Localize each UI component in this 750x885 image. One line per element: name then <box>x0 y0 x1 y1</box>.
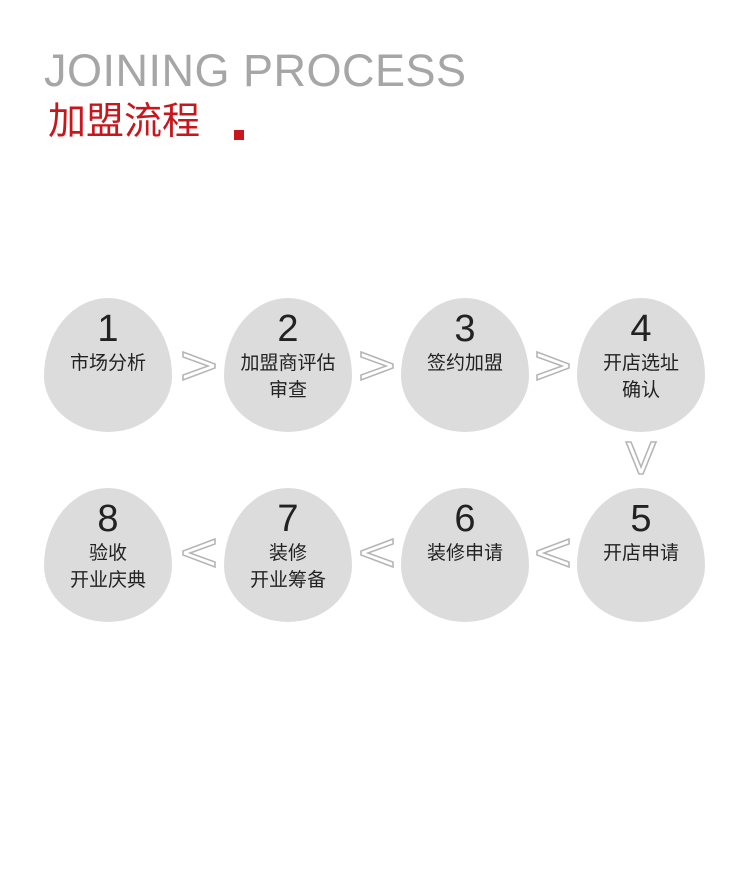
step-number: 3 <box>454 308 476 350</box>
chevron-left-icon <box>360 537 394 569</box>
step-label: 开店申请 <box>602 542 679 564</box>
step-label: 加盟商评估审查 <box>240 352 336 401</box>
step-label: 开店选址确认 <box>602 352 679 401</box>
chevron-left-icon <box>536 537 570 569</box>
step-number: 6 <box>454 498 476 540</box>
step-label: 装修申请 <box>426 542 503 564</box>
title-accent-dot <box>234 130 244 140</box>
step-label: 市场分析 <box>69 352 146 374</box>
chevron-right-icon <box>360 350 394 382</box>
chevron-right-icon <box>536 350 570 382</box>
chevron-left-icon <box>182 537 216 569</box>
step-number: 5 <box>630 498 652 540</box>
step-number: 7 <box>277 498 299 540</box>
step-number: 8 <box>97 498 119 540</box>
step-number: 1 <box>97 308 119 350</box>
title-chinese: 加盟流程 <box>48 99 201 143</box>
step-label: 签约加盟 <box>426 352 503 374</box>
title-english: JOINING PROCESS <box>44 45 467 96</box>
step-label: 装修开业筹备 <box>249 542 326 591</box>
chevron-down-icon <box>624 441 658 475</box>
step-number: 4 <box>630 308 652 350</box>
step-label: 验收开业庆典 <box>69 542 146 591</box>
chevron-right-icon <box>182 350 216 382</box>
step-number: 2 <box>277 308 299 350</box>
